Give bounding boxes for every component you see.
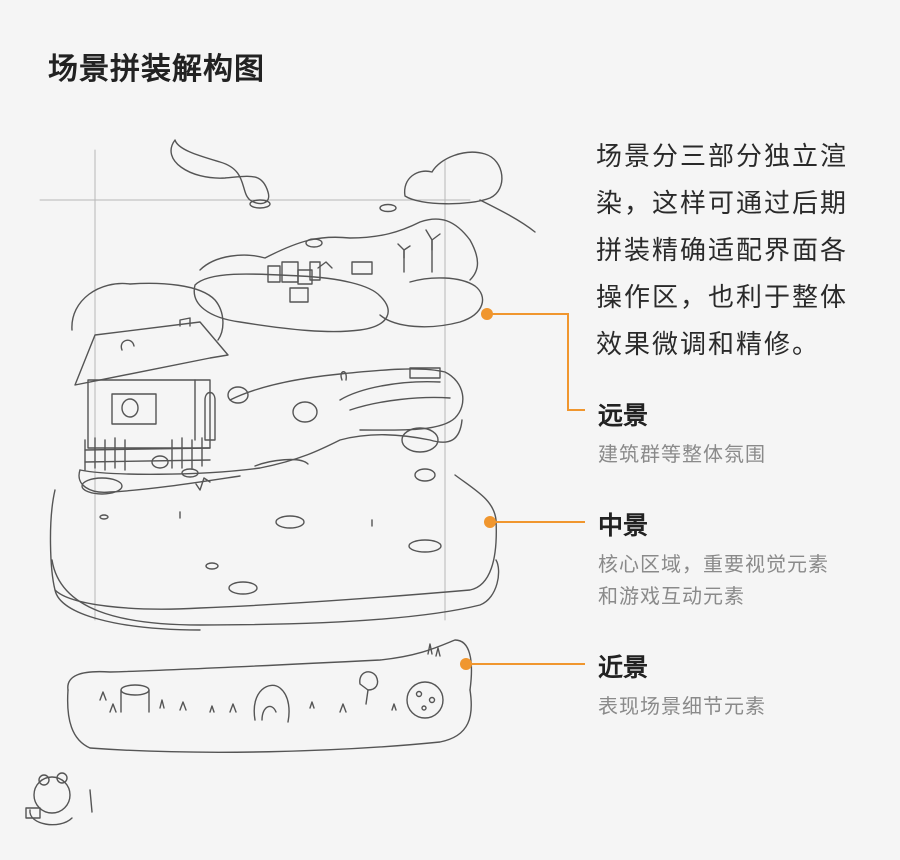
far-connector-line	[487, 313, 585, 411]
page-title: 场景拼装解构图	[48, 52, 265, 87]
mid-layer-sketch	[49, 282, 500, 631]
mid-layer-title: 中景	[598, 511, 649, 540]
far-connector-dot	[481, 308, 493, 320]
near-layer-detail: 表现场景细节元素	[598, 694, 766, 718]
cloud-left	[170, 139, 271, 209]
mid-connector-dot	[484, 516, 496, 528]
near-layer-title: 近景	[598, 653, 649, 682]
near-connector-dot	[460, 658, 472, 670]
description-text: 场景分三部分独立渲染，这样可通过后期拼装精确适配界面各操作区，也利于整体效果微调…	[596, 142, 849, 360]
near-layer-sketch	[66, 639, 473, 753]
far-layer-title: 远景	[598, 401, 649, 430]
connector-lines	[466, 313, 585, 665]
mascot-sketch	[25, 772, 93, 826]
far-layer-sketch	[193, 218, 484, 333]
cloud-right	[379, 151, 536, 233]
far-layer-detail: 建筑群等整体氛围	[598, 442, 766, 466]
mid-layer-detail: 核心区域，重要视觉元素和游戏互动元素	[598, 552, 829, 608]
